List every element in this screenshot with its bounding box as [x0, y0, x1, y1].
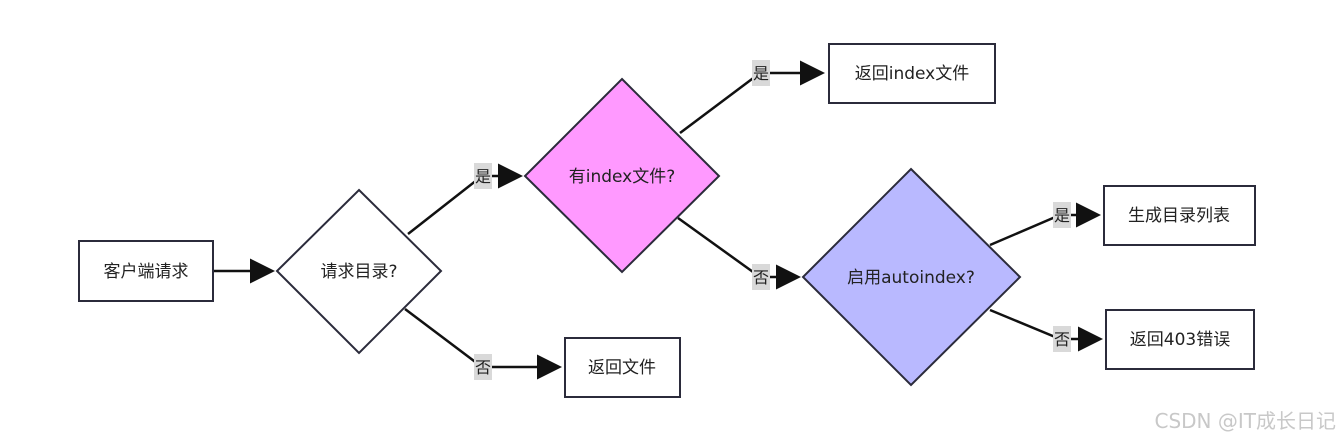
edge-index-yes — [679, 60, 825, 134]
edge-label-isdir-yes: 是 — [474, 163, 492, 189]
edge-label-text: 否 — [475, 358, 491, 377]
node-return-index-label: 返回index文件 — [855, 64, 970, 84]
edge-label-isdir-no: 否 — [474, 354, 492, 380]
edge-label-text: 否 — [1054, 330, 1070, 349]
node-client: 客户端请求 — [78, 240, 214, 302]
node-client-label: 客户端请求 — [104, 262, 189, 282]
edge-label-index-no: 否 — [752, 264, 770, 290]
edge-label-text: 是 — [1054, 206, 1070, 225]
edge-label-auto-no: 否 — [1053, 326, 1071, 352]
decision-is-dir: 请求目录? — [275, 188, 443, 355]
decision-has-index-label: 有index文件? — [569, 167, 676, 187]
edge-label-index-yes: 是 — [752, 60, 770, 86]
edge-label-auto-yes: 是 — [1053, 202, 1071, 228]
edge-isdir-yes — [407, 163, 523, 235]
node-return-403-label: 返回403错误 — [1130, 330, 1230, 350]
node-return-index: 返回index文件 — [828, 43, 996, 104]
decision-autoindex: 启用autoindex? — [801, 167, 1022, 387]
node-gen-list-label: 生成目录列表 — [1128, 206, 1230, 226]
node-return-file-label: 返回文件 — [588, 358, 656, 378]
decision-autoindex-shape — [801, 167, 1022, 387]
decision-is-dir-label: 请求目录? — [320, 262, 397, 282]
edge-label-text: 否 — [753, 268, 769, 287]
nodes: 客户端请求 请求目录? 有index文件? 返回index文件 返回文件 启用a… — [78, 43, 1256, 398]
decision-has-index: 有index文件? — [523, 77, 721, 274]
node-return-403: 返回403错误 — [1105, 309, 1255, 370]
node-gen-list: 生成目录列表 — [1103, 185, 1256, 246]
decision-autoindex-label: 启用autoindex? — [847, 268, 975, 288]
edge-labels: 是 否 是 否 是 否 — [474, 60, 1071, 380]
edge-label-text: 是 — [753, 64, 769, 83]
edge-auto-yes — [989, 202, 1101, 247]
edge-label-text: 是 — [475, 167, 491, 186]
node-return-file: 返回文件 — [564, 337, 681, 398]
decision-has-index-shape — [523, 77, 721, 274]
edge-auto-no — [989, 308, 1103, 352]
edge-index-no — [677, 216, 801, 290]
watermark: CSDN @IT成长日记 — [1155, 409, 1337, 433]
